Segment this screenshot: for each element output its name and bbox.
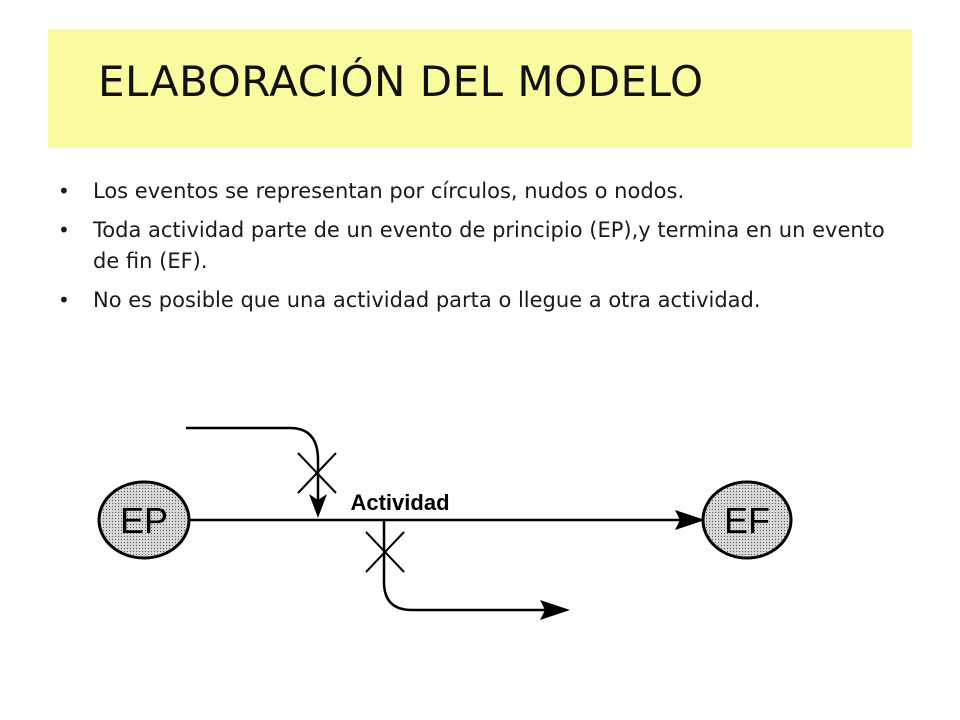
bullet-item-1: • Los eventos se representan por círculo… bbox=[58, 176, 908, 207]
bullet-dot-icon: • bbox=[58, 218, 70, 242]
bullet-item-3: • No es posible que una actividad parta … bbox=[58, 285, 908, 316]
bullet-list: • Los eventos se representan por círculo… bbox=[58, 176, 908, 324]
bullet-dot-icon: • bbox=[58, 179, 70, 203]
invalid-cross-icon-bottom bbox=[365, 531, 405, 573]
invalid-outgoing-arrow bbox=[382, 520, 545, 612]
bullet-text-1: Los eventos se representan por círculos,… bbox=[93, 179, 685, 203]
outgoing-arrowhead-icon bbox=[540, 600, 570, 620]
bullet-dot-icon: • bbox=[58, 288, 70, 312]
bullet-item-2: • Toda actividad parte de un evento de p… bbox=[58, 215, 908, 277]
title-banner bbox=[48, 29, 912, 148]
bullet-text-3: No es posible que una actividad parta o … bbox=[93, 288, 761, 312]
activity-label: Actividad bbox=[350, 490, 449, 515]
network-diagram: EP EF Actividad bbox=[97, 426, 793, 620]
start-event-node bbox=[97, 480, 191, 560]
invalid-cross-icon-top bbox=[297, 452, 337, 494]
end-event-label: EF bbox=[724, 500, 770, 541]
end-event-node bbox=[701, 480, 793, 560]
main-arrowhead-icon bbox=[675, 510, 705, 530]
slide-title: ELABORACIÓN DEL MODELO bbox=[98, 57, 704, 106]
start-event-label: EP bbox=[120, 500, 168, 541]
bullet-text-2: Toda actividad parte de un evento de pri… bbox=[93, 218, 885, 273]
incoming-arrowhead-icon bbox=[309, 494, 327, 518]
invalid-incoming-arrow bbox=[186, 426, 320, 500]
